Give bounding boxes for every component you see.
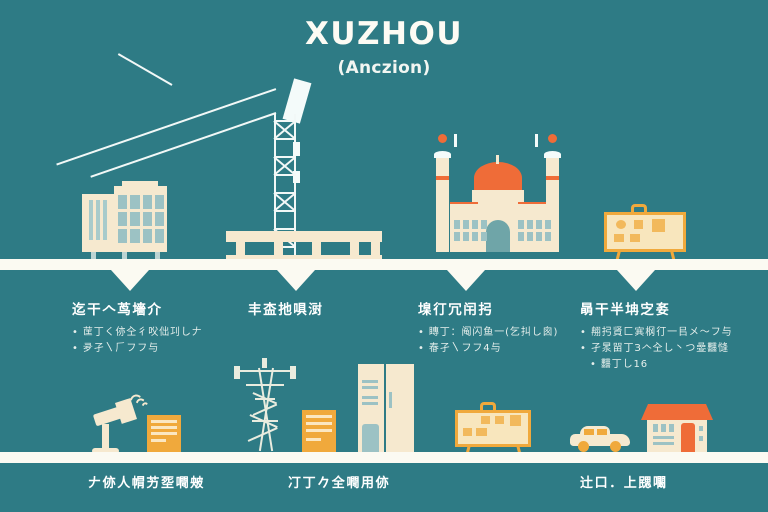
bottom-caption-2: 㓅丁𠂊全㗿用㑊 [288, 476, 391, 491]
server-rack-1-illustration [147, 415, 181, 456]
column-4-bullet-3: 䨻丁し16 [580, 357, 760, 373]
shelf-pointer-1 [111, 270, 149, 291]
column-1-heading: 迄干𠆢茑墻介 [72, 302, 163, 318]
column-4-bullet-2: 孑㫤㽞丁З𠆢㒰し丶つ㬪䨻㦀 [580, 341, 760, 357]
satellite-dish-illustration [84, 391, 155, 454]
column-3-bullet-2: 㫪孑〵フフ4与 [418, 341, 578, 357]
tower-crane-illustration [56, 53, 340, 256]
info-column-1: 迄干𠆢茑墻介 䒰丁く㑊㒰彳㕮㑁㓚し𠂇 夛孑〵𠂆フフ与 [72, 298, 242, 357]
easel-board-2-illustration [455, 402, 531, 461]
construction-platform-illustration [226, 231, 382, 260]
info-column-3: 㙞㣔冗闬㧈 䁣丁：阄闪鱼一(乞㧃し囪) 㫪孑〵フフ4与 [418, 298, 578, 357]
info-column-2: 丰㭗扡㖵㴻 [248, 298, 398, 325]
lower-shelf [0, 452, 768, 463]
column-3-heading: 㙞㣔冗闬㧈 [418, 302, 494, 318]
mosque-palace-illustration [424, 128, 572, 252]
bottom-caption-1: 𠂇㑊人㡌艻㘸㗿㿮 [88, 476, 205, 491]
car-illustration [570, 424, 630, 452]
shelf-pointer-3 [447, 270, 485, 291]
office-building-illustration [82, 181, 167, 261]
server-rack-2-illustration [302, 410, 336, 456]
title-block: XUZHOU (Anczion) [0, 18, 768, 78]
storage-cabinet-illustration [358, 364, 414, 452]
info-column-4: 𣇵干半㘱㝎㚣 䎃㧈䝨匚𡨄㭎㣔一㠯メ〜フ与 孑㫤㽞丁З𠆢㒰し丶つ㬪䨻㦀 䨻丁し16 [580, 298, 760, 374]
column-3-bullet-1: 䁣丁：阄闪鱼一(乞㧃し囪) [418, 325, 578, 341]
column-1-bullet-1: 䒰丁く㑊㒰彳㕮㑁㓚し𠂇 [72, 325, 242, 341]
page-subtitle: (Anczion) [337, 57, 431, 78]
page-title: XUZHOU [304, 16, 464, 52]
power-pylon-illustration [228, 358, 302, 452]
house-illustration [641, 404, 713, 452]
bottom-caption-3: 辻口．上㥸㘚 [580, 476, 668, 491]
column-2-heading: 丰㭗扡㖵㴻 [248, 302, 324, 318]
shelf-pointer-4 [617, 270, 655, 291]
presentation-easel-illustration [604, 204, 686, 268]
upper-shelf [0, 259, 768, 270]
column-4-bullet-1: 䎃㧈䝨匚𡨄㭎㣔一㠯メ〜フ与 [580, 325, 760, 341]
column-1-bullet-2: 夛孑〵𠂆フフ与 [72, 341, 242, 357]
column-4-heading: 𣇵干半㘱㝎㚣 [580, 302, 671, 318]
shelf-pointer-2 [277, 270, 315, 291]
